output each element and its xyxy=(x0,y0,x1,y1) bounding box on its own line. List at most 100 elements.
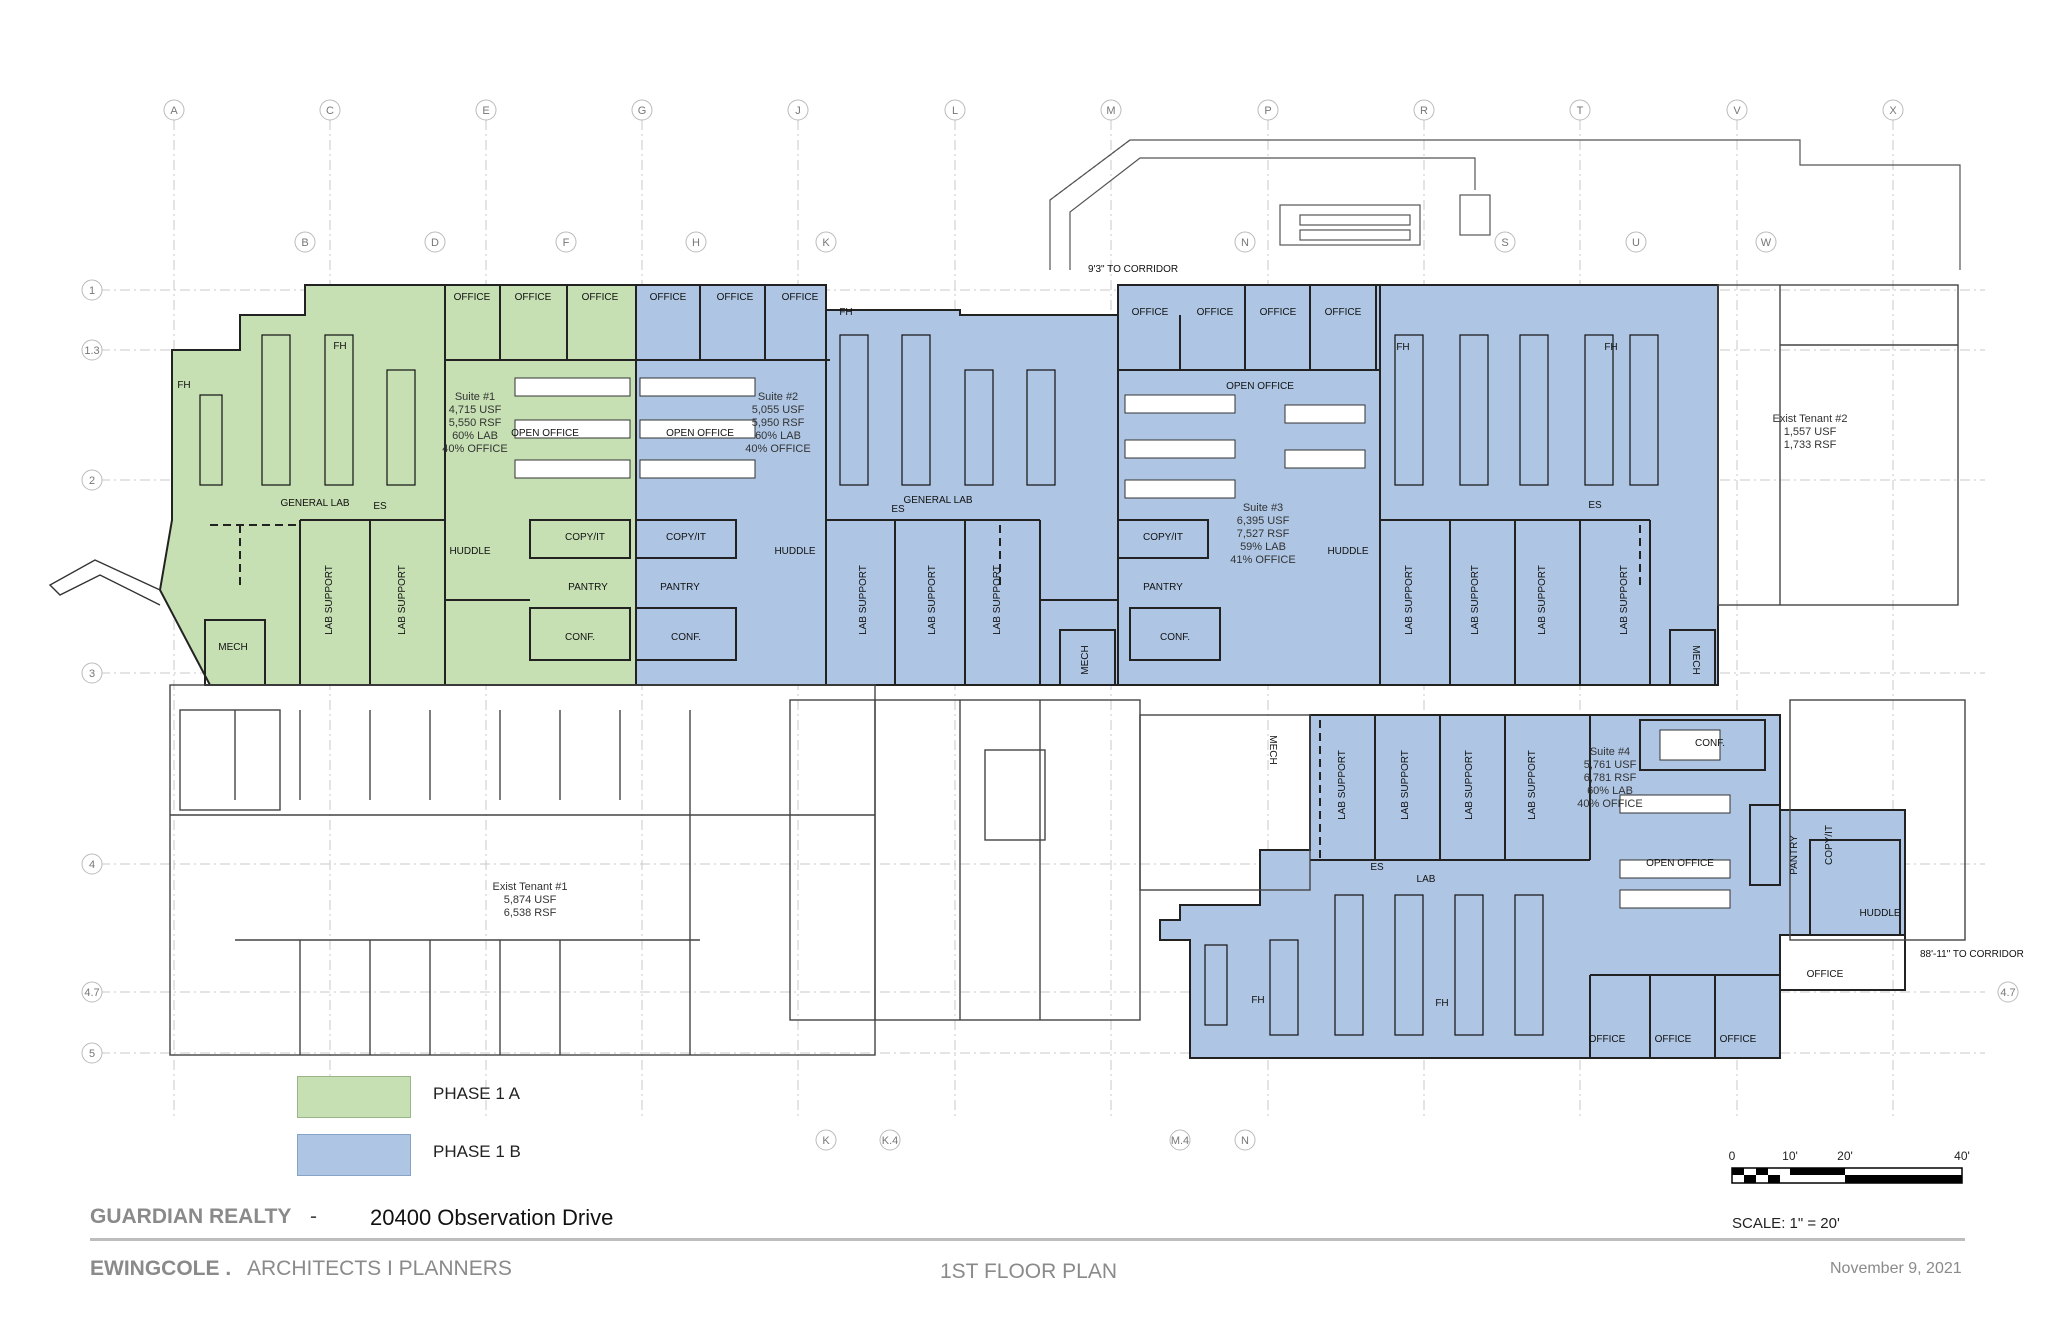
suite3-name: Suite #3 xyxy=(1243,502,1283,514)
left-entry xyxy=(48,559,161,606)
room-label-office: OFFICE xyxy=(1655,1034,1692,1045)
grid-label-bottom: K.4 xyxy=(882,1135,899,1147)
room-label-conf: CONF. xyxy=(671,632,701,643)
grid-label-mid: U xyxy=(1632,237,1640,249)
suite2-rsf: 5,950 RSF xyxy=(752,417,805,429)
sheet-date: November 9, 2021 xyxy=(1830,1260,1962,1277)
suite1-name: Suite #1 xyxy=(455,391,495,403)
room-label-office: OFFICE xyxy=(1132,307,1169,318)
room-label-copy-it: COPY/IT xyxy=(1143,532,1183,543)
room-label-lab-support: LAB SUPPORT xyxy=(992,565,1003,635)
grid-label-row: 3 xyxy=(89,668,95,680)
room-label-lab-support: LAB SUPPORT xyxy=(324,565,335,635)
room-label-office: OFFICE xyxy=(782,292,819,303)
suite1-rsf: 5,550 RSF xyxy=(449,417,502,429)
grid-label-row: 1.3 xyxy=(84,345,99,357)
room-label-office: OFFICE xyxy=(1197,307,1234,318)
room-label-office: OFFICE xyxy=(717,292,754,303)
grid-label-top: T xyxy=(1577,105,1584,117)
tenant1-usf: 5,874 USF xyxy=(504,894,557,906)
dashed-partitions xyxy=(210,524,1641,860)
legend-label-phase-1a: PHASE 1 A xyxy=(433,1084,520,1103)
grid-label-top: J xyxy=(795,105,801,117)
scale-tick-10: 10' xyxy=(1782,1149,1798,1163)
grid-label-mid: F xyxy=(563,237,570,249)
grid-label-mid: B xyxy=(301,237,308,249)
room-labels: OFFICE OFFICE OFFICE OFFICE OFFICE OFFIC… xyxy=(177,292,1901,1045)
tenant1-name: Exist Tenant #1 xyxy=(492,881,567,893)
grid-label-mid: D xyxy=(431,237,439,249)
room-label-es: ES xyxy=(1370,862,1384,873)
grid-label-mid: K xyxy=(822,237,830,249)
grid-label-top: M xyxy=(1106,105,1115,117)
suite4-name: Suite #4 xyxy=(1590,746,1630,758)
room-label-pantry: PANTRY xyxy=(660,582,700,593)
tenant2-usf: 1,557 USF xyxy=(1784,426,1837,438)
room-label-huddle: HUDDLE xyxy=(449,546,490,557)
grid-label-mid: N xyxy=(1241,237,1249,249)
room-label-office: OFFICE xyxy=(515,292,552,303)
grid-label-mid: W xyxy=(1761,237,1772,249)
room-label-pantry: PANTRY xyxy=(1789,835,1800,875)
room-label-lab-support: LAB SUPPORT xyxy=(927,565,938,635)
suite2-usf: 5,055 USF xyxy=(752,404,805,416)
room-label-fh: FH xyxy=(1396,342,1409,353)
room-label-fh: FH xyxy=(333,341,346,352)
room-label-fh: FH xyxy=(177,380,190,391)
sheet-title: 1ST FLOOR PLAN xyxy=(940,1260,1118,1283)
dim-corridor-right: 88'-11" TO CORRIDOR xyxy=(1920,949,2024,960)
room-label-copy-it: COPY/IT xyxy=(1824,825,1835,865)
suite3-usf: 6,395 USF xyxy=(1237,515,1290,527)
suite3-office: 41% OFFICE xyxy=(1230,554,1295,566)
tenant2-name: Exist Tenant #2 xyxy=(1772,413,1847,425)
dim-corridor-top: 9'3" TO CORRIDOR xyxy=(1088,264,1178,275)
grid-label-top: C xyxy=(326,105,334,117)
room-label-lab-support: LAB SUPPORT xyxy=(1400,750,1411,820)
existing-spaces xyxy=(169,284,1966,1056)
room-label-lab-support: LAB SUPPORT xyxy=(1404,565,1415,635)
room-label-fh: FH xyxy=(1604,342,1617,353)
room-label-lab-support: LAB SUPPORT xyxy=(1527,750,1538,820)
grid-label-bottom: K xyxy=(822,1135,830,1147)
suite1-lab: 60% LAB xyxy=(452,430,498,442)
open-office-desks xyxy=(514,377,1731,909)
room-label-lab-support: LAB SUPPORT xyxy=(1537,565,1548,635)
firm-name: EWINGCOLE . xyxy=(90,1257,232,1280)
room-label-fh: FH xyxy=(1251,995,1264,1006)
grid-label-mid: H xyxy=(692,237,700,249)
grid-label-row: 2 xyxy=(89,475,95,487)
room-label-office: OFFICE xyxy=(1807,969,1844,980)
room-label-pantry: PANTRY xyxy=(568,582,608,593)
room-label-conf: CONF. xyxy=(565,632,595,643)
suite4-rsf: 6,781 RSF xyxy=(1584,772,1637,784)
room-label-copy-it: COPY/IT xyxy=(565,532,605,543)
grid-label-top: A xyxy=(170,105,178,117)
room-label-general-lab: GENERAL LAB xyxy=(280,498,349,509)
suite2-lab: 60% LAB xyxy=(755,430,801,442)
room-label-es: ES xyxy=(373,501,387,512)
footer-divider xyxy=(90,1238,1965,1241)
grid-label-bottom: N xyxy=(1241,1135,1249,1147)
grid-label-row: 4 xyxy=(89,859,95,871)
suite2-office: 40% OFFICE xyxy=(745,443,810,455)
room-label-mech: MECH xyxy=(1267,735,1278,764)
room-label-huddle: HUDDLE xyxy=(1327,546,1368,557)
scale-bar: 0 10' 20' 40' SCALE: 1" = 20' xyxy=(1729,1149,1970,1232)
room-label-es: ES xyxy=(891,504,905,515)
room-label-lab-support: LAB SUPPORT xyxy=(397,565,408,635)
grid-label-top: P xyxy=(1264,105,1271,117)
room-label-office: OFFICE xyxy=(1589,1034,1626,1045)
scale-label: SCALE: 1" = 20' xyxy=(1732,1215,1840,1232)
legend-swatch-phase-1a xyxy=(297,1076,411,1118)
grid-label-top: V xyxy=(1733,105,1741,117)
grid-bubbles xyxy=(81,99,2019,1151)
room-label-open-office: OPEN OFFICE xyxy=(1646,858,1714,869)
room-label-open-office: OPEN OFFICE xyxy=(1226,381,1294,392)
room-label-lab-support: LAB SUPPORT xyxy=(1337,750,1348,820)
tenant1-rsf: 6,538 RSF xyxy=(504,907,557,919)
room-label-huddle: HUDDLE xyxy=(774,546,815,557)
exterior-stair-ramp xyxy=(1049,139,1961,270)
grid-label-row: 5 xyxy=(89,1048,95,1060)
title-separator: - xyxy=(310,1205,317,1228)
